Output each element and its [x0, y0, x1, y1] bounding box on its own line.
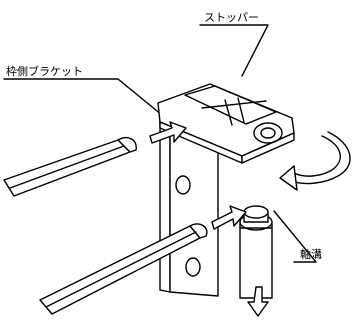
shaft-groove-label: 軸溝 [300, 247, 322, 261]
stopper-edge [201, 100, 267, 109]
lower-screwdriver [39, 223, 208, 315]
shaft-groove-callout: 軸溝 [273, 210, 322, 263]
shaft-groove-leader-line [273, 210, 317, 263]
stopper-block [184, 85, 277, 125]
frame-bracket-callout: 枠側ブラケット [3, 64, 169, 121]
insertion-arrow-lower [211, 205, 247, 230]
bracket-top-plate [157, 83, 295, 164]
shaft-pin [239, 205, 273, 299]
rotation-arrow [279, 131, 351, 191]
insertion-arrow-upper [149, 121, 187, 144]
bracket-hole-upper [175, 175, 191, 195]
stopper-leader-line [199, 24, 269, 77]
frame-bracket-leader-line [3, 78, 169, 121]
shaft-hole-inner [260, 127, 276, 139]
stopper-callout: ストッパー [199, 11, 269, 77]
bracket-hole-lower [185, 257, 201, 277]
stopper-label: ストッパー [204, 11, 259, 24]
frame-bracket-label: 枠側ブラケット [6, 64, 83, 78]
shaft-hole-outer [253, 122, 283, 144]
upper-screwdriver [3, 136, 137, 197]
down-arrow [247, 286, 269, 317]
